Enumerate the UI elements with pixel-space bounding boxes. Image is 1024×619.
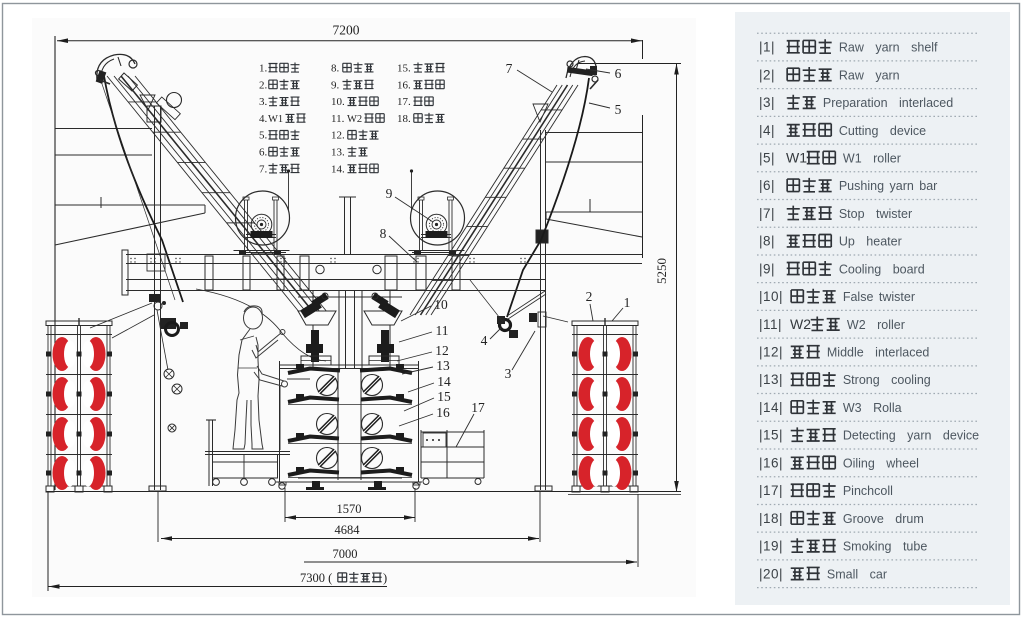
svg-text:|10|: |10| <box>759 289 783 304</box>
svg-text:11.: 11. <box>331 113 345 125</box>
svg-text:): ) <box>383 571 387 585</box>
svg-text:Smoking tube: Smoking tube <box>843 540 927 554</box>
svg-text:7.: 7. <box>259 163 268 175</box>
svg-text:15: 15 <box>437 389 451 404</box>
svg-text:8: 8 <box>380 226 387 241</box>
svg-text:13.: 13. <box>331 147 345 159</box>
svg-text:Pinchcoll: Pinchcoll <box>843 484 893 498</box>
svg-text:12.: 12. <box>331 130 345 142</box>
svg-text:10.: 10. <box>331 96 345 108</box>
svg-text:3.: 3. <box>259 96 268 108</box>
svg-text:5: 5 <box>615 102 622 117</box>
svg-text:5.: 5. <box>259 130 268 142</box>
svg-text:|11|: |11| <box>759 317 782 332</box>
svg-text:Strong cooling: Strong cooling <box>843 373 931 387</box>
svg-text:Up heater: Up heater <box>839 235 902 249</box>
svg-text:|19|: |19| <box>759 539 783 554</box>
svg-text:2.: 2. <box>259 79 268 91</box>
svg-text:10: 10 <box>434 297 448 312</box>
svg-text:1.: 1. <box>259 63 268 75</box>
svg-text:|20|: |20| <box>759 566 783 581</box>
svg-text:7300 (: 7300 ( <box>300 571 332 585</box>
svg-text:12: 12 <box>435 343 449 358</box>
svg-text:W3 Rolla: W3 Rolla <box>843 401 902 415</box>
svg-text:6.: 6. <box>259 147 268 159</box>
svg-text:2: 2 <box>586 289 593 304</box>
svg-text:Preparation interlaced: Preparation interlaced <box>823 96 953 110</box>
svg-text:17.: 17. <box>397 96 411 108</box>
svg-text:|4|: |4| <box>759 123 775 138</box>
svg-text:Middle interlaced: Middle interlaced <box>827 346 930 360</box>
svg-text:18.: 18. <box>397 113 411 125</box>
svg-text:|7|: |7| <box>759 206 775 221</box>
svg-text:Raw yarn shelf: Raw yarn shelf <box>839 41 938 55</box>
svg-text:7: 7 <box>506 61 513 76</box>
svg-text:|12|: |12| <box>759 345 783 360</box>
svg-text:W1 roller: W1 roller <box>843 151 901 165</box>
svg-text:Stop twister: Stop twister <box>839 207 912 221</box>
svg-text:|17|: |17| <box>759 483 783 498</box>
svg-text:Pushing yarn bar: Pushing yarn bar <box>839 179 938 193</box>
svg-text:|3|: |3| <box>759 95 775 110</box>
svg-text:16.: 16. <box>397 79 411 91</box>
svg-text:4.: 4. <box>259 113 268 125</box>
svg-text:False twister: False twister <box>843 290 915 304</box>
svg-text:Cooling board: Cooling board <box>839 262 925 276</box>
svg-text:|15|: |15| <box>759 428 783 443</box>
svg-text:Oiling wheel: Oiling wheel <box>843 456 919 470</box>
svg-text:Detecting yarn device: Detecting yarn device <box>843 429 979 443</box>
svg-text:5250: 5250 <box>654 258 669 284</box>
svg-text:W2: W2 <box>347 114 362 125</box>
svg-text:|5|: |5| <box>759 150 775 165</box>
svg-text:|6|: |6| <box>759 178 775 193</box>
svg-text:|8|: |8| <box>759 234 775 249</box>
svg-text:|1|: |1| <box>759 40 775 55</box>
svg-text:|18|: |18| <box>759 511 783 526</box>
svg-text:|13|: |13| <box>759 372 783 387</box>
svg-text:14: 14 <box>437 374 451 389</box>
svg-text:W1: W1 <box>268 114 283 125</box>
svg-text:13: 13 <box>436 358 450 373</box>
svg-text:W2: W2 <box>790 316 811 332</box>
svg-text:|9|: |9| <box>759 261 775 276</box>
svg-text:|14|: |14| <box>759 400 783 415</box>
svg-text:6: 6 <box>615 66 622 81</box>
svg-text:1: 1 <box>624 295 631 310</box>
svg-text:4: 4 <box>481 333 488 348</box>
svg-text:Small car: Small car <box>827 567 887 581</box>
svg-text:15.: 15. <box>397 63 411 75</box>
svg-text:Cutting device: Cutting device <box>839 124 926 138</box>
svg-text:11: 11 <box>436 323 449 338</box>
svg-text:W1: W1 <box>786 149 807 165</box>
svg-text:14.: 14. <box>331 163 345 175</box>
svg-text:7000: 7000 <box>333 547 358 561</box>
svg-text:1570: 1570 <box>337 502 362 516</box>
svg-text:9.: 9. <box>331 79 340 91</box>
svg-text:7200: 7200 <box>333 23 360 38</box>
svg-text:9: 9 <box>386 186 393 201</box>
svg-text:Groove drum: Groove drum <box>843 512 924 526</box>
svg-text:3: 3 <box>505 366 512 381</box>
svg-text:Raw yarn: Raw yarn <box>839 68 900 82</box>
svg-text:16: 16 <box>436 405 450 420</box>
svg-text:W2 roller: W2 roller <box>847 318 905 332</box>
svg-text:|2|: |2| <box>759 67 775 82</box>
svg-text:4684: 4684 <box>335 523 361 537</box>
svg-text:17: 17 <box>471 400 485 415</box>
svg-text:|16|: |16| <box>759 455 783 470</box>
svg-text:8.: 8. <box>331 63 340 75</box>
